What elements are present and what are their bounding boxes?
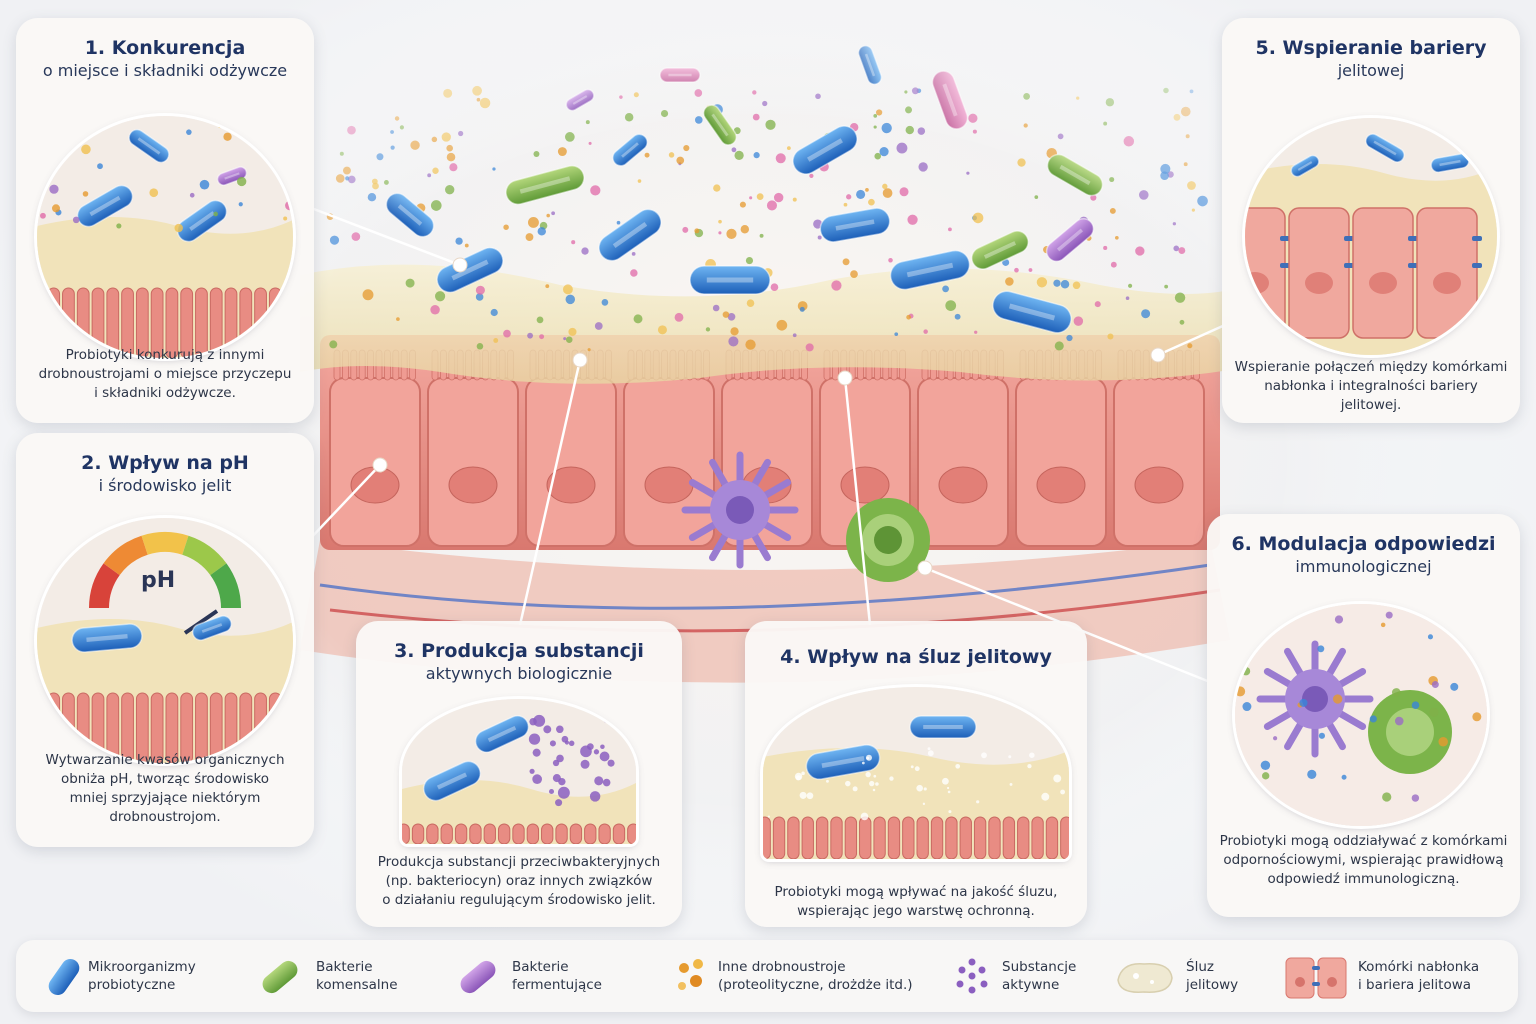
panel-description: Probiotyki mogą wpływać na jakość śluzu,…	[774, 884, 1058, 919]
mucus-icon	[1117, 963, 1173, 993]
panel-subtitle: o miejsce i składniki odżywcze	[42, 61, 288, 80]
panel-description: Probiotyki mogą oddziaływać z komórkami …	[1219, 833, 1508, 887]
legend-item-other-microbes: Inne drobnoustroje(proteolityczne, drożd…	[672, 950, 942, 1002]
panel-description: Produkcja substancji przeciwbakteryjnych…	[377, 854, 661, 908]
panel-ph: 2. Wpływ na pH i środowisko jelit pH Wyt…	[16, 433, 314, 847]
panel-description: Probiotyki konkurują z innymi drobnoustr…	[38, 347, 292, 401]
panel-competition: 1. Konkurencja o miejsce i składniki odż…	[16, 18, 314, 423]
other-microbes-icon	[678, 959, 703, 990]
substances-illustration	[402, 699, 636, 844]
panel-subtitle: i środowisko jelit	[98, 476, 232, 495]
panel-title: 3. Produkcja substancji	[394, 640, 644, 662]
panel-subtitle: jelitowej	[1337, 61, 1405, 80]
commensal-bacterium-icon	[262, 960, 298, 994]
mucus-illustration	[763, 687, 1069, 859]
panel-title: 1. Konkurencja	[84, 37, 246, 59]
panel-subtitle: immunologicznej	[1295, 557, 1432, 576]
epithelial-cells-icon	[1285, 957, 1347, 999]
panel-description: Wspieranie połączeń między komórkami nab…	[1234, 359, 1508, 413]
probiotic-bacterium-icon	[48, 958, 80, 996]
panel-title: 2. Wpływ na pH	[81, 452, 249, 474]
ph-gauge-label: pH	[141, 568, 176, 593]
barrier-illustration	[1245, 118, 1497, 355]
competition-illustration	[37, 116, 293, 358]
panel-subtitle: aktywnych biologicznie	[425, 664, 613, 683]
panel-mucus: 4. Wpływ na śluz jelitowy Probiotyki mog…	[745, 621, 1087, 927]
panel-title: 6. Modulacja odpowiedzi	[1231, 533, 1496, 555]
fermenting-bacterium-icon	[460, 960, 496, 994]
panel-barrier: 5. Wspieranie bariery jelitowej Wspieran…	[1222, 18, 1520, 423]
panel-bioactive-substances: 3. Produkcja substancji aktywnych biolog…	[356, 621, 682, 927]
immune-illustration	[1235, 604, 1487, 826]
panel-description: Wytwarzanie kwasów organicznych obniża p…	[45, 752, 285, 825]
panel-title: 4. Wpływ na śluz jelitowy	[780, 646, 1052, 668]
active-substances-icon	[956, 958, 988, 994]
panel-immune: 6. Modulacja odpowiedzi immunologicznej …	[1207, 514, 1520, 917]
panel-title: 5. Wspieranie bariery	[1255, 37, 1487, 59]
ph-illustration: pH	[37, 518, 293, 763]
